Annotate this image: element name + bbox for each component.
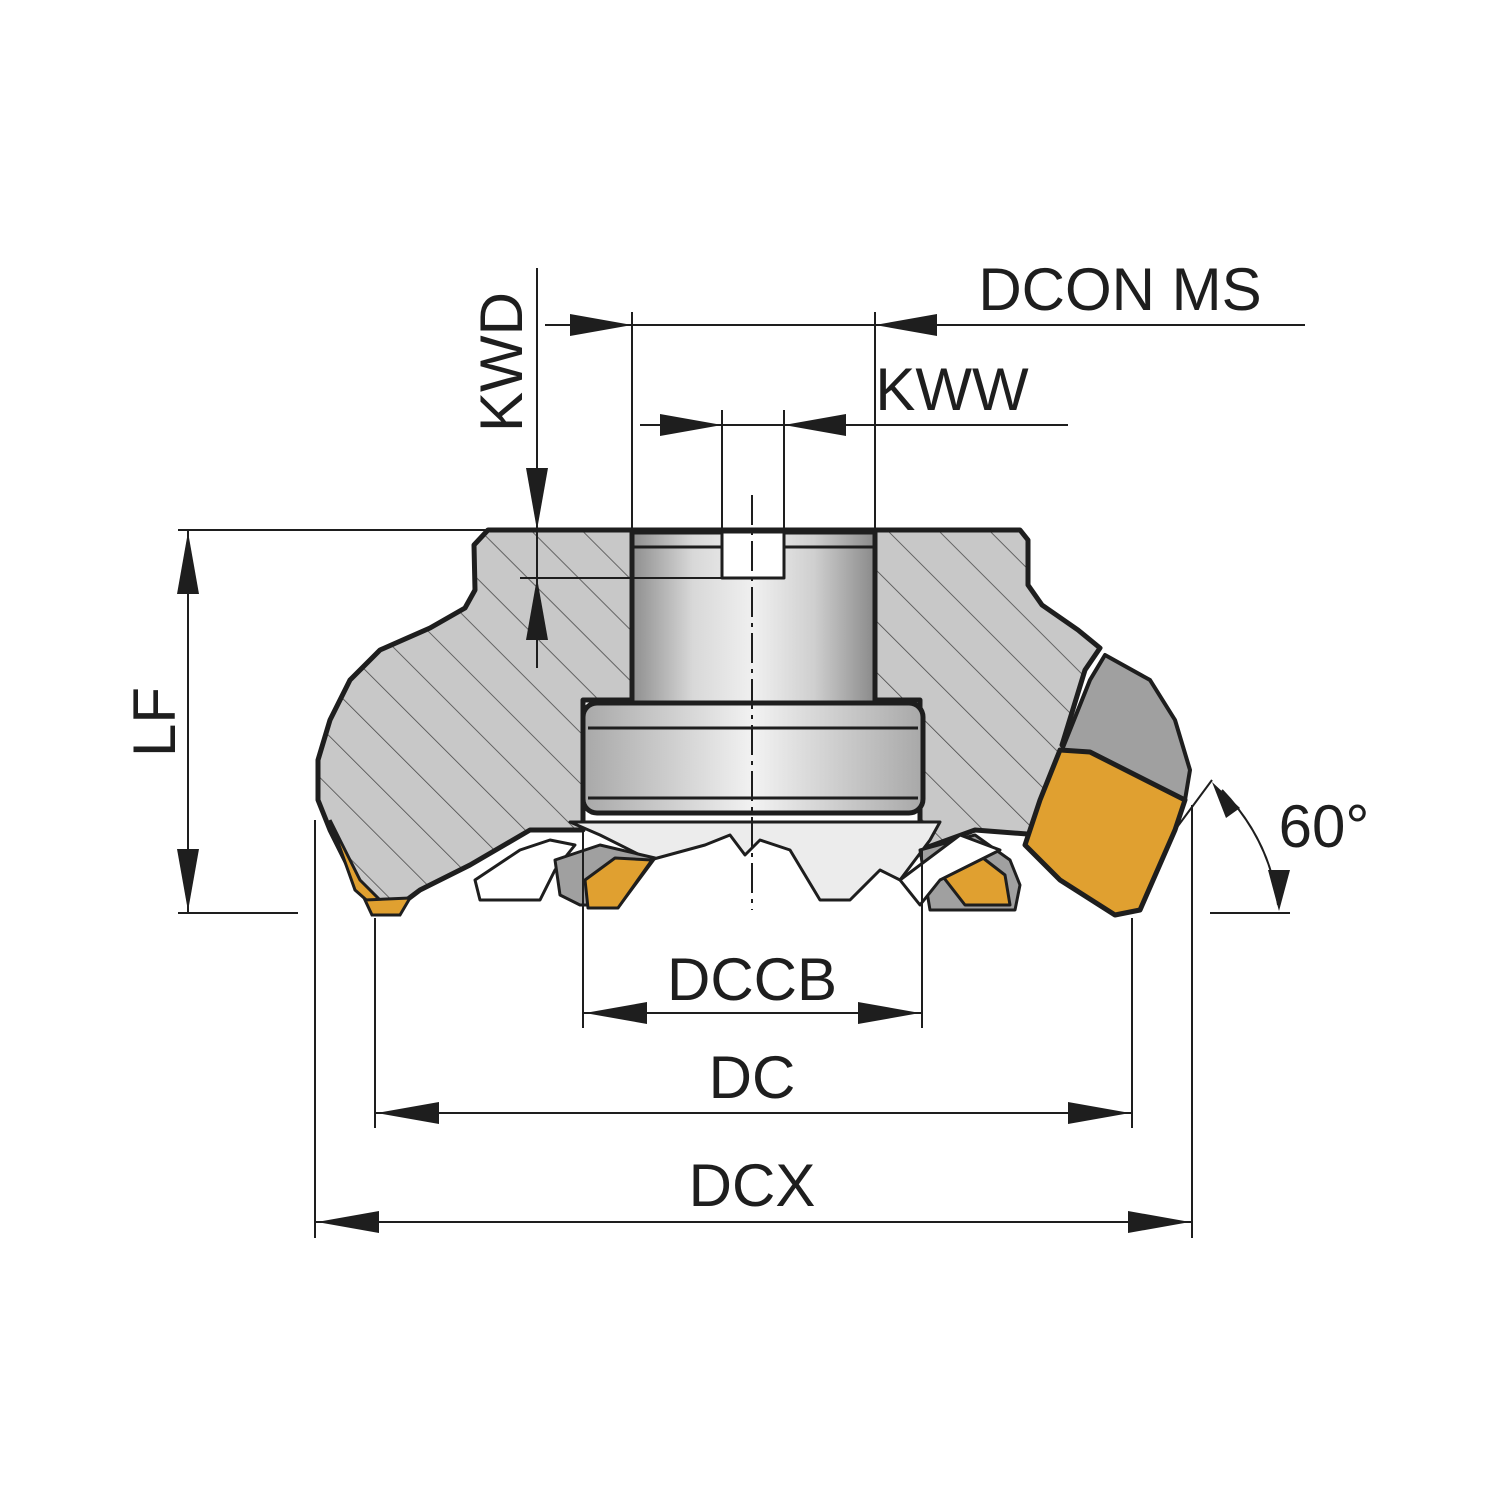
kwd-dimension: KWD [468,268,722,668]
kww-dimension: KWW [640,356,1068,532]
angle-label: 60° [1279,793,1370,860]
lf-label: LF [121,687,188,757]
kwd-label: KWD [468,292,535,432]
dcon-ms-label: DCON MS [978,256,1261,323]
dcon-ms-dimension: DCON MS [545,256,1305,532]
cutter-body [315,527,1103,908]
dc-dimension: DC [374,918,1133,1128]
dccb-label: DCCB [667,946,837,1013]
dcx-label: DCX [689,1152,816,1219]
dcx-dimension: DCX [314,805,1193,1238]
dccb-dimension: DCCB [582,830,923,1028]
arbor-bore [568,495,942,910]
angle-dimension: 60° [1174,779,1370,914]
kww-label: KWW [875,356,1029,423]
right-insert-group [898,653,1192,918]
dc-label: DC [709,1044,796,1111]
left-insert-group [328,819,657,917]
lf-dimension: LF [121,529,488,914]
